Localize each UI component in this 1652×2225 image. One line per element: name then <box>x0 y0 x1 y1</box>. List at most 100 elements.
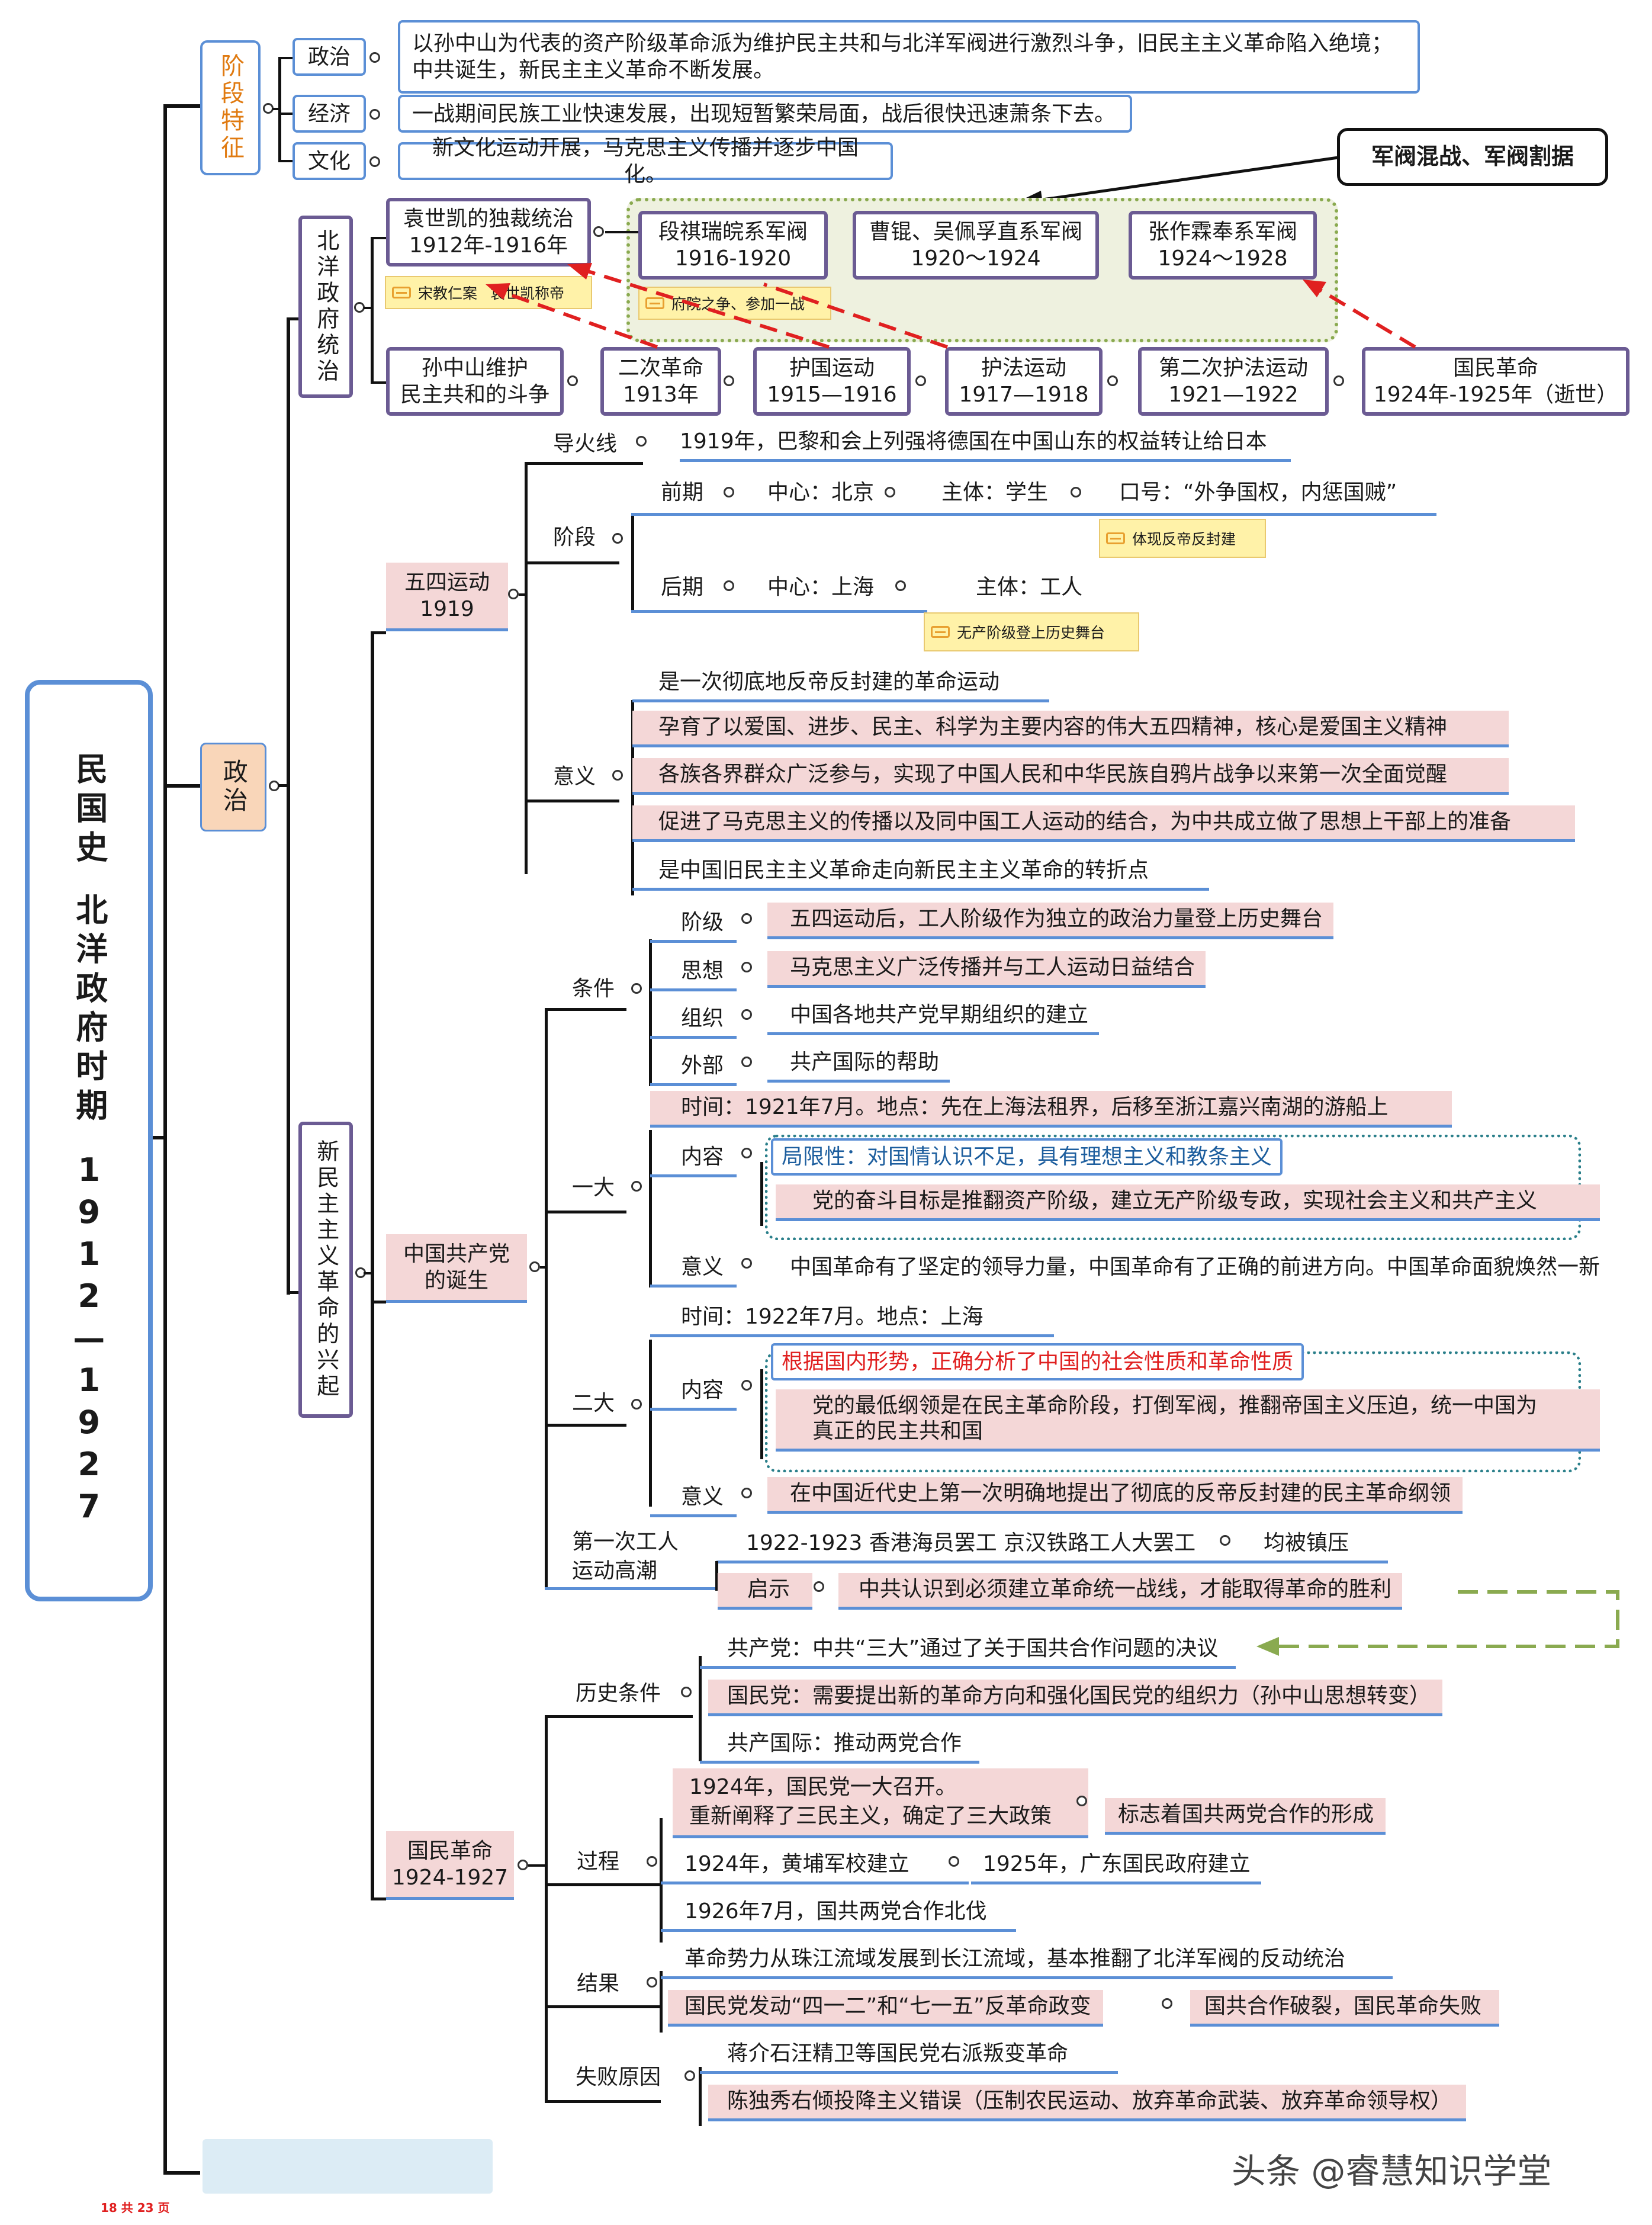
callout-warlord-chaos: 军阀混战、军阀割据 <box>1337 128 1608 186</box>
cond-external-label: 外部 <box>650 1049 737 1087</box>
cond-thought-label: 思想 <box>650 955 737 992</box>
ccp-branch-c1 <box>545 1211 626 1213</box>
may4-early-slogan: 口号：“外争国权，内惩国贼” <box>1119 480 1397 505</box>
root-years: 1912—1927 <box>70 1151 108 1530</box>
note-song-case: 宋教仁案 袁世凯称帝 <box>385 276 592 309</box>
newdem-branch-ccp <box>371 1301 386 1303</box>
labor-spine <box>715 1561 718 1591</box>
note-icon <box>392 287 411 298</box>
newdem-spine <box>371 631 374 1900</box>
connector-dot <box>647 1856 657 1867</box>
root-label-b: 北洋政府时期 <box>70 892 108 1128</box>
res-1: 革命势力从珠江流域发展到长江流域，基本推翻了北洋军阀的反动统治 <box>661 1943 1393 1980</box>
res-3: 国共合作破裂，国民革命失败 <box>1190 1990 1500 2027</box>
c2-red-text: 根据国内形势，正确分析了中国的社会性质和革命性质 <box>771 1343 1304 1381</box>
beiyang-branch-sun <box>371 381 386 384</box>
c1-time: 时间：1921年7月。地点：先在上海法租界，后移至浙江嘉兴南湖的游船上 <box>650 1091 1452 1128</box>
politics-spine <box>287 317 290 1295</box>
fail-2: 陈独秀右倾投降主义错误（压制农民运动、放弃革命武装、放弃革命领导权） <box>708 2085 1467 2122</box>
c2-program: 党的最低纲领是在民主革命阶段，打倒军阀，推翻帝国主义压迫，统一中国为 真正的民主… <box>776 1389 1600 1452</box>
c2-spine <box>649 1340 652 1507</box>
connector-dot <box>1107 375 1118 386</box>
note-icon <box>931 626 950 638</box>
bottom-placeholder-box <box>203 2139 493 2194</box>
stage-link <box>272 108 279 110</box>
beiyang-rule-box: 北洋政府统治 <box>298 216 353 398</box>
connector-dot <box>1071 487 1081 497</box>
newdem-link <box>364 1272 372 1274</box>
natrev-branch-res <box>545 2005 661 2008</box>
connector-dot <box>741 1009 752 1020</box>
connector-dot <box>518 1860 528 1870</box>
connector-dot <box>647 1977 657 1988</box>
ccp-cond-spine <box>649 939 652 1086</box>
cond-class-text: 五四运动后，工人阶级作为独立的政治力量登上历史舞台 <box>767 903 1334 940</box>
connector-dot <box>567 375 578 386</box>
connector-dot <box>741 1380 752 1391</box>
politics-branch-bottom <box>287 1291 298 1294</box>
cond-class-label: 阶级 <box>650 906 737 943</box>
cond-org-text: 中国各地共产党早期组织的建立 <box>767 998 1100 1036</box>
ccp-birth-title: 中国共产党 的诞生 <box>386 1234 527 1303</box>
connector-dot <box>612 533 623 544</box>
beiyang-branch-yuan <box>371 237 386 239</box>
c1-label: 一大 <box>572 1176 615 1200</box>
connector-dot <box>681 1687 692 1697</box>
politics-branch-top <box>287 317 298 320</box>
c2-sig: 在中国近代史上第一次明确地提出了彻底的反帝反封建的民主革命纲领 <box>767 1477 1463 1514</box>
labor-text: 1922-1923 香港海员罢工 京汉铁路工人大罢工 <box>716 1527 1243 1564</box>
fail-spine <box>699 2067 702 2126</box>
hist-3: 共产国际：推动两党合作 <box>700 1727 980 1764</box>
natrev-branch-fail <box>545 2100 661 2103</box>
connector-dot <box>949 1856 959 1867</box>
res-label: 结果 <box>577 1972 620 1996</box>
politics-link <box>278 784 288 787</box>
connector-dot <box>369 109 380 120</box>
connector-dot <box>741 962 752 972</box>
proc-1-note: 标志着国共两党合作的形成 <box>1105 1798 1386 1835</box>
may4-late-label: 后期 <box>661 575 704 599</box>
branch-bottom <box>163 2171 200 2175</box>
may4-sig-4: 促进了马克思主义的传播以及同中国工人运动的结合，为中共成立做了思想上干部上的准备 <box>632 805 1575 843</box>
stage-culture-label: 文化 <box>293 142 366 180</box>
second-constitution-protection-box: 第二次护法运动 1921—1922 <box>1138 347 1329 416</box>
natrev-link <box>528 1864 546 1867</box>
stage-politics-text: 以孙中山为代表的资产阶级革命派为维护民主共和与北洋军阀进行激烈斗争，旧民主主义革… <box>398 20 1420 94</box>
res-2: 国民党发动“四一二”和“七一五”反革命政变 <box>668 1990 1103 2027</box>
branch-politics <box>163 784 200 788</box>
may4-branch-sig <box>525 800 619 802</box>
beiyang-spine <box>371 237 374 384</box>
ccp-branch-c2 <box>545 1424 626 1427</box>
connector-dot <box>724 487 734 497</box>
may4-sig-1: 是一次彻底地反帝反封建的革命运动 <box>632 666 1049 703</box>
ccp-cond-label: 条件 <box>572 977 615 1001</box>
connector-dot <box>741 1258 752 1269</box>
note-icon <box>1106 532 1125 544</box>
c1-spine <box>649 1130 652 1288</box>
yuan-dictatorship-box: 袁世凯的独裁统治 1912年-1916年 <box>386 198 591 267</box>
trunk-line <box>163 104 167 2174</box>
hist-label: 历史条件 <box>576 1681 661 1706</box>
natrev-branch-proc <box>545 1883 661 1886</box>
yuan-link <box>605 231 638 233</box>
c2-sig-label: 意义 <box>650 1481 737 1518</box>
connector-dot <box>1162 1998 1172 2009</box>
connector-dot <box>612 770 623 781</box>
res-spine <box>660 1971 663 2033</box>
connector-dot <box>724 375 734 386</box>
connector-dot <box>1333 375 1344 386</box>
ccp-link <box>540 1266 546 1269</box>
connector-dot <box>885 487 895 497</box>
proc-2b: 1925年，广东国民政府建立 <box>971 1848 1261 1885</box>
may4-early-label: 前期 <box>661 480 704 505</box>
connector-dot <box>741 913 752 924</box>
may4-late-body: 主体：工人 <box>976 575 1083 599</box>
stage-economy-label: 经济 <box>293 95 366 133</box>
note-proletariat-text: 无产阶级登上历史舞台 <box>957 624 1105 641</box>
c1-content-label: 内容 <box>650 1141 737 1178</box>
connector-dot <box>631 1399 642 1410</box>
c2-label: 二大 <box>572 1391 615 1415</box>
may4-stage-label: 阶段 <box>553 525 596 550</box>
constitution-protection-box: 护法运动 1917—1918 <box>945 347 1103 416</box>
